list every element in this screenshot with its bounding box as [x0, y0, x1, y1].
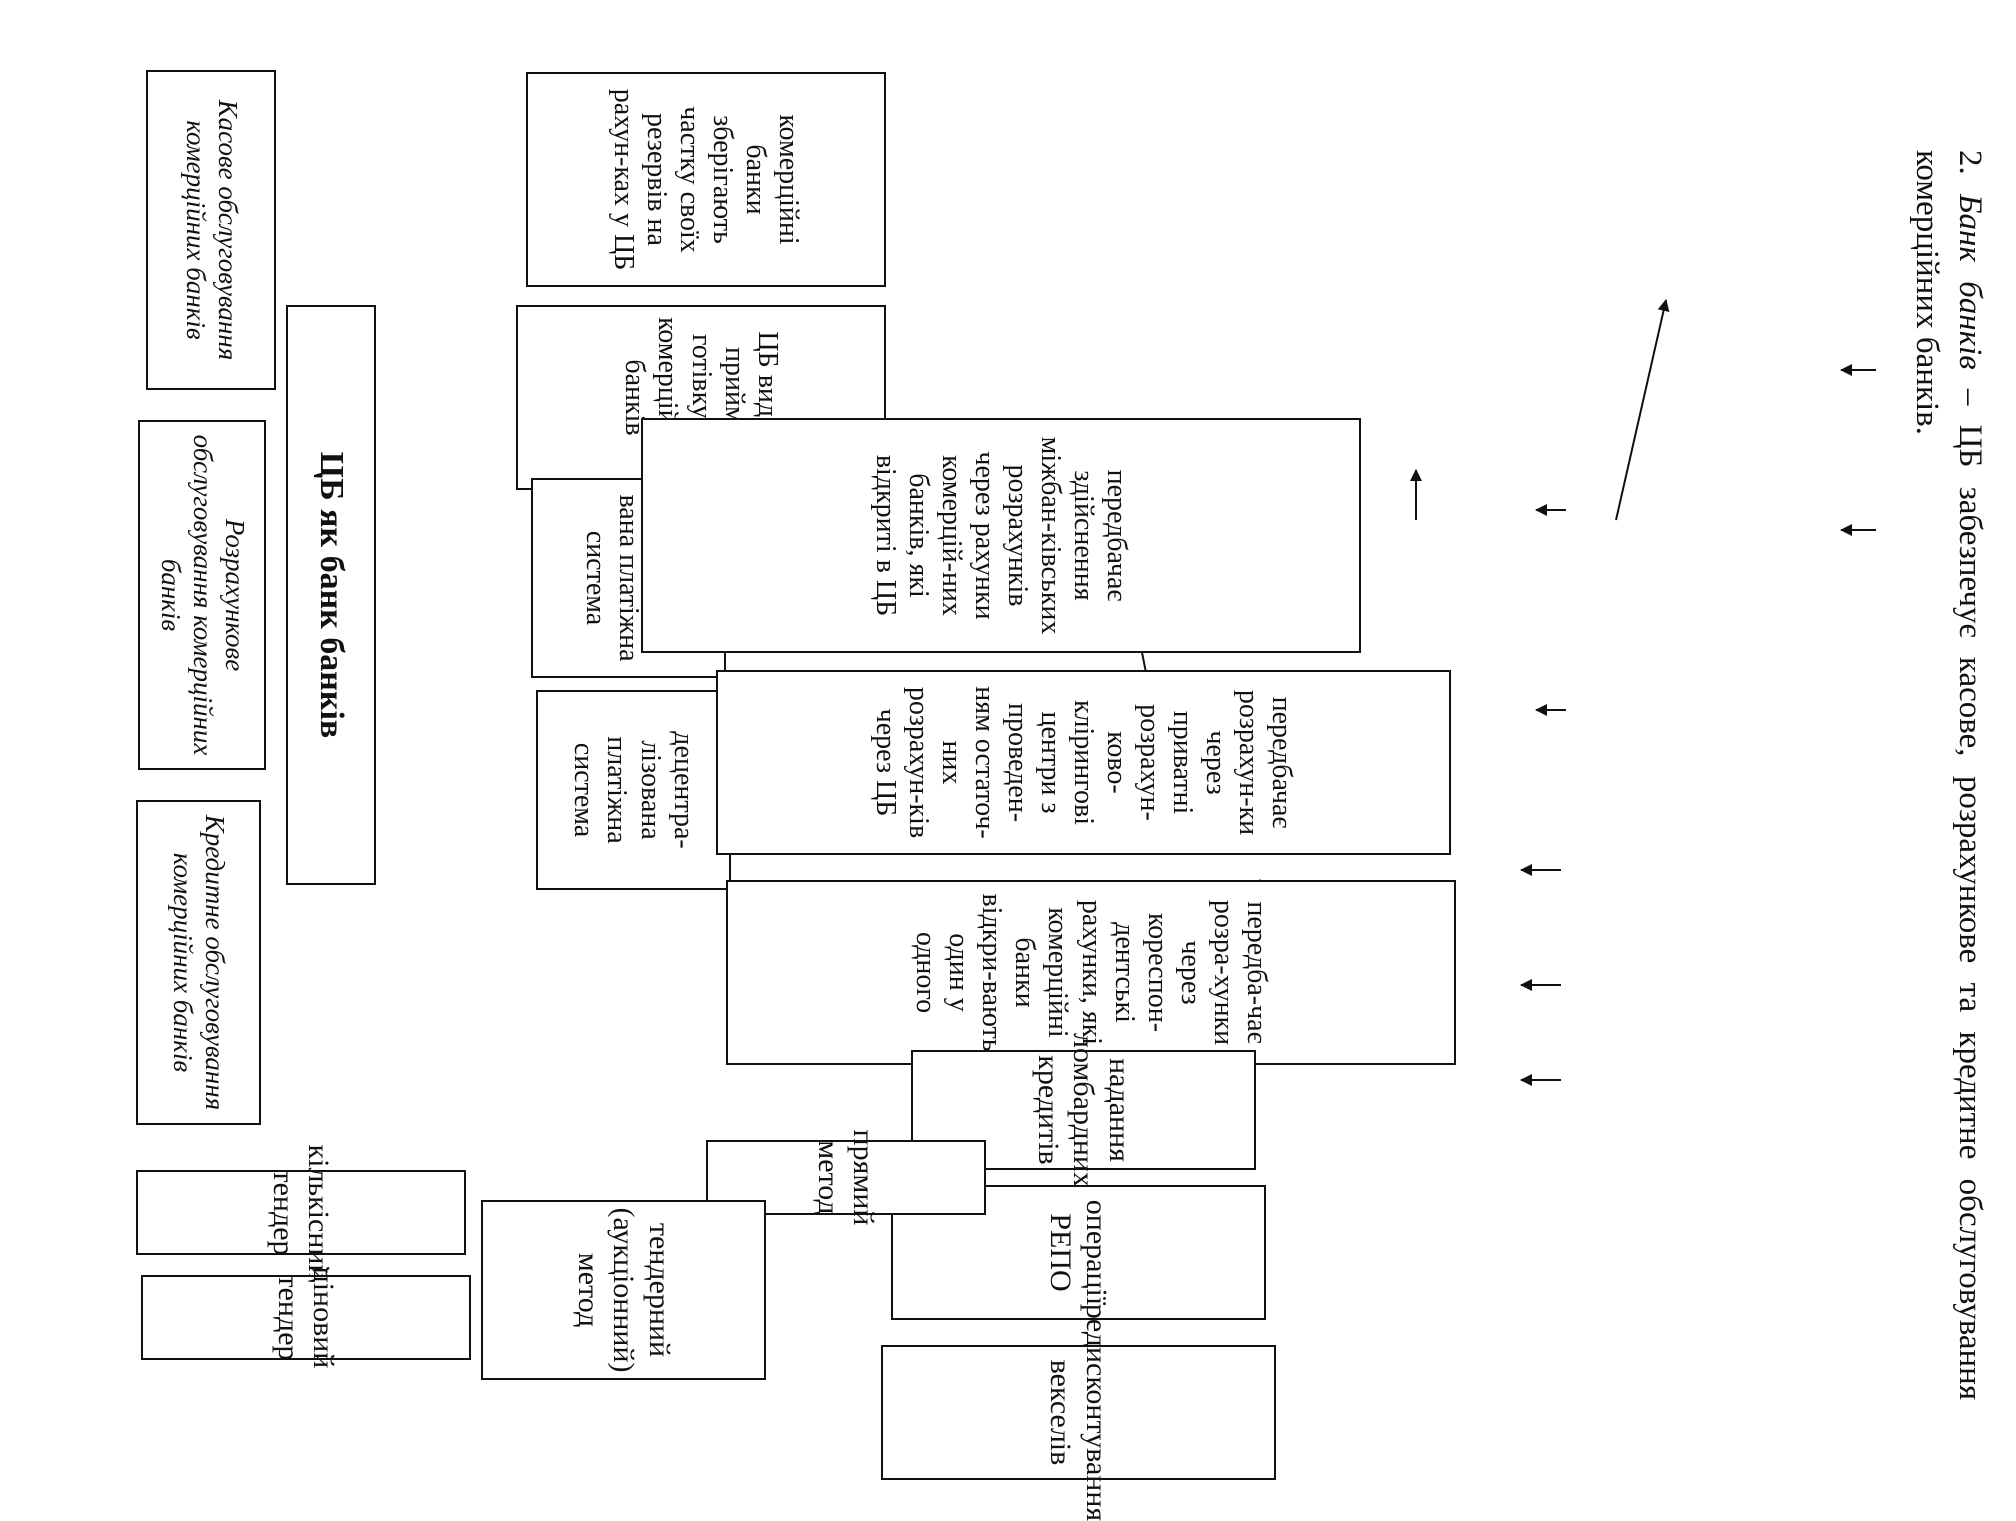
intro-term: Банк банків	[1952, 194, 1988, 370]
intro-number: 2.	[1952, 150, 1988, 175]
quantity-tender-node: кількісний тендер	[136, 1145, 466, 1280]
tender-method-node: тендерний (аукціонний) метод	[481, 1200, 766, 1380]
settlement-title-node: Розрахункове обслуговування комерційних …	[138, 420, 266, 770]
credit-title-node: Кредитне обслуговування комерційних банк…	[136, 800, 261, 1125]
price-tender-node: ціновий тендер	[141, 1267, 471, 1368]
decentral-payment-system-node: децентра-лізована платіжна система	[536, 690, 731, 890]
decentral-desc-1-node: передбачає розрахун-ки через приватні ро…	[716, 670, 1451, 855]
arrow-root-to-cash	[1615, 299, 1670, 521]
cash-item-reserves: комерційні банки зберігають частку своїх…	[526, 72, 886, 287]
central-desc-node: передбачає здійснення міжбан-ківських ро…	[641, 418, 1361, 653]
intro-paragraph: 2. Банк банків – ЦБ забезпечує касове, р…	[1905, 150, 1991, 1400]
cash-title-node: Касове обслуговування комерційних банків	[146, 70, 276, 390]
root-node: ЦБ як банк банків	[286, 305, 376, 885]
rediscount-node: редисконтування векселів	[881, 1304, 1276, 1521]
